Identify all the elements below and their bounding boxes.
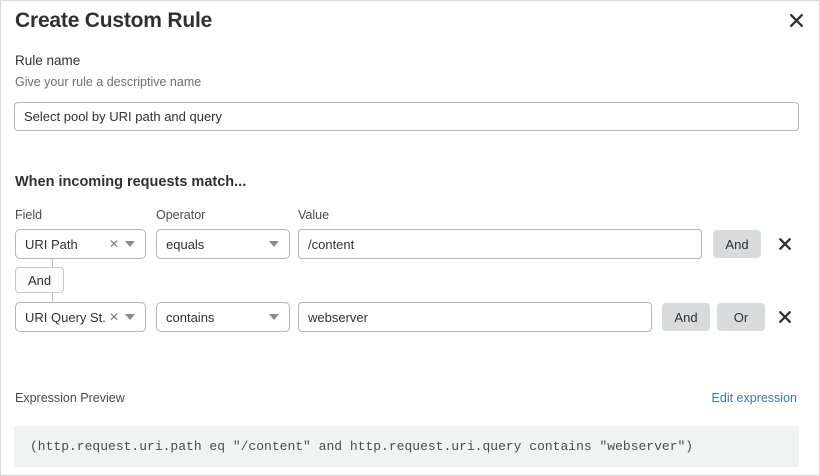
remove-condition-button-1[interactable]	[772, 231, 798, 257]
clear-icon[interactable]: ✕	[108, 237, 120, 251]
column-header-field: Field	[15, 208, 43, 222]
column-header-value: Value	[298, 208, 330, 222]
condition-row: URI Query St... ✕ contains And Or	[1, 302, 819, 332]
field-select-1-value: URI Path	[25, 236, 78, 252]
and-button-1[interactable]: And	[713, 230, 761, 258]
connector-and-chip[interactable]: And	[15, 267, 65, 293]
condition-connector: And	[1, 259, 201, 309]
condition-row: URI Path ✕ equals And	[1, 229, 819, 259]
chevron-down-icon[interactable]	[265, 314, 283, 320]
close-modal-button[interactable]	[783, 7, 809, 33]
connector-line-top	[52, 259, 53, 267]
operator-select-2[interactable]: contains	[156, 302, 290, 332]
operator-select-1[interactable]: equals	[156, 229, 290, 259]
close-icon	[779, 311, 791, 323]
remove-condition-button-2[interactable]	[772, 304, 798, 330]
page-title: Create Custom Rule	[15, 9, 213, 32]
field-select-1[interactable]: URI Path ✕	[15, 229, 146, 259]
field-select-2[interactable]: URI Query St... ✕	[15, 302, 146, 332]
close-icon	[779, 238, 791, 250]
field-select-2-value: URI Query St...	[25, 309, 107, 325]
expression-preview-text: (http.request.uri.path eq "/content" and…	[30, 439, 694, 454]
rule-name-hint: Give your rule a descriptive name	[15, 75, 202, 89]
chevron-down-icon[interactable]	[121, 241, 139, 247]
value-input-1[interactable]	[298, 229, 702, 259]
close-icon	[789, 13, 803, 27]
rule-name-label: Rule name	[15, 53, 81, 68]
edit-expression-link[interactable]: Edit expression	[711, 391, 797, 405]
chevron-down-icon[interactable]	[121, 314, 139, 320]
operator-select-1-value: equals	[166, 236, 205, 252]
rule-name-input[interactable]	[14, 102, 799, 131]
chevron-down-icon[interactable]	[265, 241, 283, 247]
expression-preview-box: (http.request.uri.path eq "/content" and…	[14, 426, 799, 467]
expression-preview-label: Expression Preview	[15, 391, 125, 405]
or-button-2[interactable]: Or	[717, 303, 765, 331]
column-header-operator: Operator	[156, 208, 206, 222]
value-input-2[interactable]	[298, 302, 652, 332]
and-button-2[interactable]: And	[662, 303, 710, 331]
operator-select-2-value: contains	[166, 309, 215, 325]
connector-line-bottom	[52, 293, 53, 302]
conditions-heading: When incoming requests match...	[15, 174, 247, 190]
clear-icon[interactable]: ✕	[108, 310, 120, 324]
